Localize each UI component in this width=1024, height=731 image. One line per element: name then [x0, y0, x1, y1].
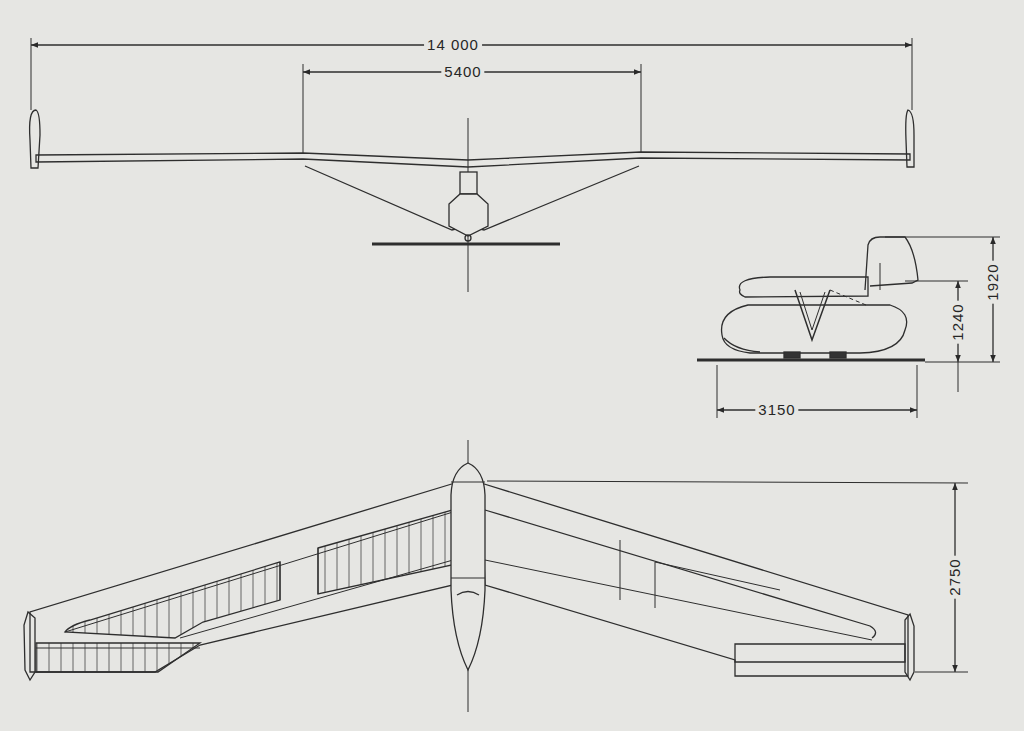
dimension-center-span: 5400: [441, 64, 484, 80]
dimension-hull-height: 1240: [950, 300, 966, 343]
dimension-height: 1920: [985, 260, 1001, 303]
dimension-length: 3150: [755, 402, 798, 418]
dimension-span: 14 000: [424, 37, 482, 53]
dimension-plan-depth: 2750: [947, 555, 963, 598]
